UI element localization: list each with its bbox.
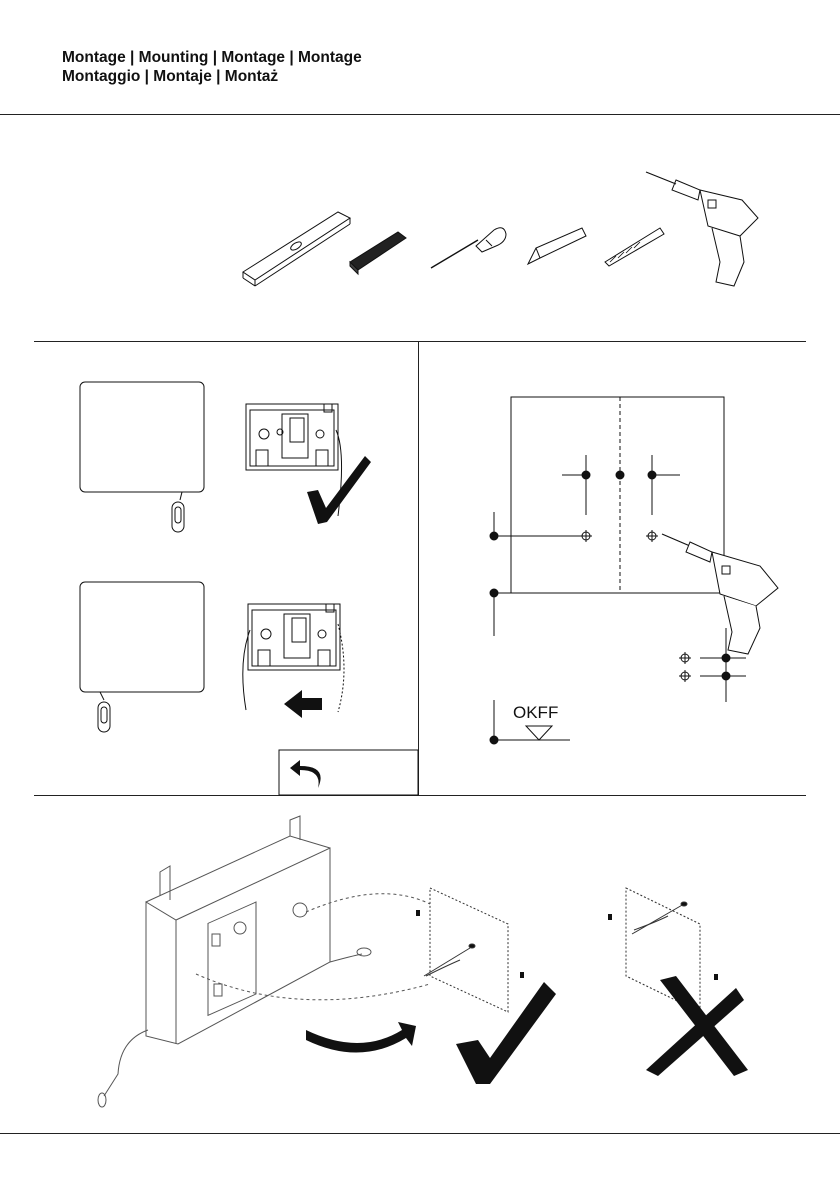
mounting-frame-bottom — [243, 604, 344, 712]
wall-panel-bottom — [80, 582, 204, 732]
pencil-icon — [528, 228, 586, 264]
wall-correct — [416, 888, 524, 1012]
ruler-icon — [350, 232, 406, 274]
rotate-arrow-icon — [306, 1022, 416, 1053]
wall-template — [511, 397, 724, 593]
cross-icon — [646, 976, 748, 1076]
okff-label: OKFF — [513, 703, 558, 723]
drill-bit-icon — [605, 228, 664, 266]
mounting-frame-top — [246, 404, 342, 516]
screwdriver-icon — [431, 228, 506, 268]
arrow-left-icon — [284, 690, 322, 718]
back-reference-box — [279, 750, 418, 795]
power-drill-icon — [646, 172, 758, 286]
cistern-module-illustration — [98, 816, 430, 1107]
power-drill-icon-marking — [662, 534, 778, 654]
wall-panel-top — [80, 382, 204, 532]
wall-wrong — [608, 888, 718, 1012]
checkmark-icon-large — [456, 982, 556, 1084]
spirit-level-icon — [243, 212, 350, 286]
